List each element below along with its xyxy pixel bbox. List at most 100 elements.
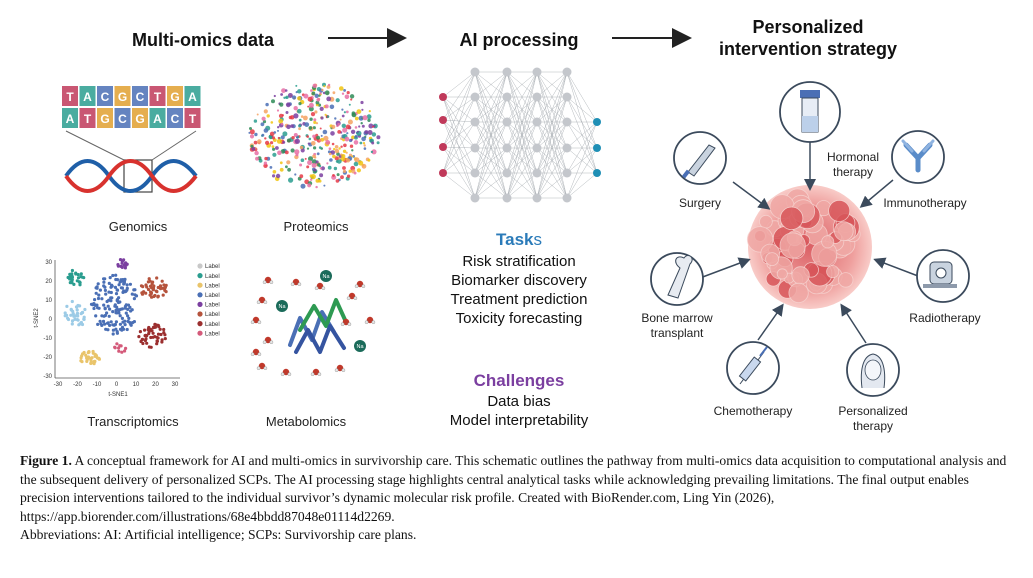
task-item: Treatment prediction xyxy=(450,291,587,308)
syringe-icon xyxy=(726,341,780,395)
nn-node xyxy=(439,169,447,177)
tsne-legend-label: Label xyxy=(205,312,220,318)
nn-node xyxy=(502,143,512,153)
nn-node xyxy=(593,144,601,152)
nn-node xyxy=(562,193,572,203)
nn-node xyxy=(532,168,542,178)
tsne-legend-label: Label xyxy=(205,293,220,299)
hormonal-label-1: Hormonal xyxy=(827,150,879,164)
nn-node xyxy=(439,116,447,124)
metabolomics-label: Metabolomics xyxy=(266,414,347,429)
radiotherapy-label: Radiotherapy xyxy=(909,311,980,325)
intervention-arrows xyxy=(699,142,919,344)
radiotherapy-machine-icon xyxy=(916,249,970,303)
tsne-legend-label: Label xyxy=(205,274,220,280)
immunotherapy-label: Immunotherapy xyxy=(883,196,966,210)
nn-node xyxy=(470,168,480,178)
sodium-ion-icon xyxy=(354,340,366,352)
figure-caption: Figure 1. A conceptual framework for AI … xyxy=(20,452,1020,545)
nn-node xyxy=(532,67,542,77)
tsne-x-tick: 10 xyxy=(133,382,140,388)
nn-node xyxy=(502,193,512,203)
nn-node xyxy=(439,93,447,101)
antibody-icon xyxy=(891,130,945,184)
dna-base-top: G xyxy=(170,90,179,104)
tumor-cluster xyxy=(746,185,872,309)
dna-base-top: T xyxy=(66,90,74,104)
personalized-therapy-label-1: Personalized xyxy=(838,404,907,418)
caption-abbreviations: Abbreviations: AI: Artificial intelligen… xyxy=(20,527,417,543)
nn-node xyxy=(502,168,512,178)
chemotherapy-label: Chemotherapy xyxy=(714,404,793,418)
tsne-legend-marker xyxy=(197,311,203,317)
nn-node xyxy=(562,92,572,102)
bone-marrow-label-2: transplant xyxy=(651,326,704,340)
tsne-legend-marker xyxy=(197,292,203,298)
vial-icon xyxy=(779,81,841,143)
tsne-legend-label: Label xyxy=(205,331,220,337)
dna-base-box xyxy=(79,108,96,128)
dna-base-box xyxy=(97,86,113,106)
dna-base-top: T xyxy=(154,90,162,104)
dna-base-bottom: C xyxy=(118,112,127,126)
dna-base-bottom: G xyxy=(100,112,109,126)
tsne-y-tick: 20 xyxy=(45,279,52,285)
dna-base-bottom: A xyxy=(153,112,162,126)
dna-base-top: A xyxy=(83,90,92,104)
genomics-label: Genomics xyxy=(109,219,168,234)
nn-node xyxy=(502,92,512,102)
dna-base-box xyxy=(149,86,166,106)
person-face-icon xyxy=(846,343,900,397)
task-item: Toxicity forecasting xyxy=(456,310,583,327)
tsne-legend-marker xyxy=(197,301,203,307)
dna-base-box xyxy=(97,108,113,128)
nn-node xyxy=(593,169,601,177)
tsne-x-label: t-SNE1 xyxy=(108,392,128,398)
nn-node xyxy=(562,67,572,77)
tsne-y-tick: -10 xyxy=(43,336,52,342)
nn-node xyxy=(470,143,480,153)
tsne-legend-label: Label xyxy=(205,303,220,309)
dna-base-bottom: G xyxy=(135,112,144,126)
tsne-legend-marker xyxy=(197,321,203,327)
nn-node xyxy=(470,92,480,102)
personalized-title-line1: Personalized xyxy=(752,17,863,37)
tsne-y-tick: 10 xyxy=(45,298,52,304)
dna-base-top: C xyxy=(101,90,110,104)
dna-base-box xyxy=(149,108,166,128)
tsne-x-tick: 20 xyxy=(152,382,159,388)
figure-label: Figure 1. xyxy=(20,453,72,468)
nn-node xyxy=(470,117,480,127)
tsne-x-tick: 30 xyxy=(172,382,179,388)
tsne-x-tick: 0 xyxy=(115,382,119,388)
sodium-ion-icon xyxy=(276,300,288,312)
dna-base-box xyxy=(132,108,148,128)
multiomics-title: Multi-omics data xyxy=(132,30,275,50)
dna-base-box xyxy=(79,86,96,106)
tasks-title-rest: s xyxy=(534,230,543,249)
neural-network xyxy=(439,67,601,203)
nn-node xyxy=(532,92,542,102)
bone-icon xyxy=(650,252,704,306)
tsne-x-tick: -10 xyxy=(93,382,102,388)
surgery-label: Surgery xyxy=(679,196,721,210)
bone-marrow-label-1: Bone marrow xyxy=(641,311,713,325)
nn-node xyxy=(532,143,542,153)
task-item: Risk stratification xyxy=(462,253,575,270)
sodium-ion-icon xyxy=(320,270,332,282)
tsne-legend-label: Label xyxy=(205,264,220,270)
dna-base-top: G xyxy=(118,90,127,104)
dna-base-bottom: A xyxy=(66,112,75,126)
sodium-ion-label: Na xyxy=(356,344,364,350)
nn-node xyxy=(562,168,572,178)
sodium-ion-label: Na xyxy=(278,304,286,310)
nn-node xyxy=(593,118,601,126)
hormonal-label-2: therapy xyxy=(833,165,873,179)
transcriptomics-label: Transcriptomics xyxy=(87,414,179,429)
task-item: Biomarker discovery xyxy=(451,272,587,289)
nn-node xyxy=(562,117,572,127)
personalized-title-line2: intervention strategy xyxy=(719,39,897,59)
nn-node xyxy=(502,117,512,127)
